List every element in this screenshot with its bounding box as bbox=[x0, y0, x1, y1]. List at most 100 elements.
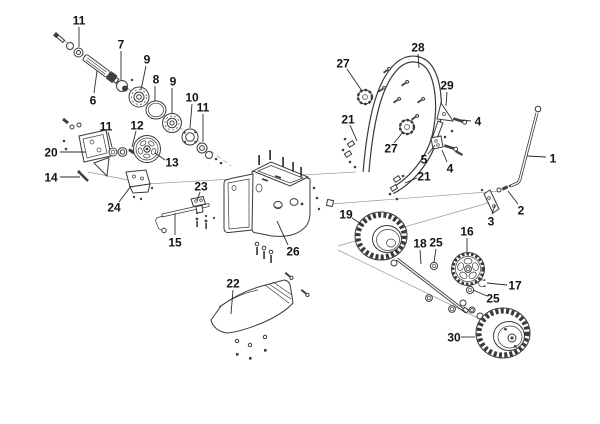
leader-line bbox=[118, 185, 132, 203]
part-number: 28 bbox=[411, 41, 425, 55]
part-bolt-14 bbox=[77, 170, 89, 182]
part-bolt-4b bbox=[443, 144, 459, 152]
part-rod-1 bbox=[510, 105, 542, 188]
leader-line bbox=[189, 103, 193, 129]
part-sprocket-16 bbox=[451, 252, 485, 286]
part-number: 14 bbox=[44, 171, 58, 185]
part-number: 3 bbox=[488, 215, 495, 229]
small-bolt bbox=[53, 31, 66, 44]
part-number: 27 bbox=[336, 57, 350, 71]
part-bracket-24 bbox=[125, 169, 154, 201]
small-bolt bbox=[62, 117, 69, 125]
gearbox-top-bolts bbox=[258, 150, 302, 182]
part-number: 27 bbox=[384, 142, 398, 156]
part-number: 11 bbox=[100, 120, 113, 134]
leader-line bbox=[486, 282, 508, 286]
small-bolt bbox=[128, 148, 135, 155]
part-number: 23 bbox=[194, 180, 208, 194]
part-input-shaft-assembly bbox=[53, 31, 223, 165]
axle-washers bbox=[425, 294, 484, 320]
part-number: 25 bbox=[429, 236, 443, 250]
leader-line bbox=[445, 91, 448, 107]
part-number: 1 bbox=[550, 152, 557, 166]
part-handlebar-28 bbox=[341, 55, 442, 201]
leader-line bbox=[351, 217, 365, 227]
leader-line bbox=[507, 190, 519, 205]
part-number: 18 bbox=[413, 237, 427, 251]
small-bolt bbox=[300, 288, 310, 297]
leader-line bbox=[460, 119, 472, 122]
part-number: 8 bbox=[153, 73, 160, 87]
leader-line bbox=[93, 70, 98, 94]
part-gearbox-26 bbox=[195, 150, 335, 263]
part-number: 10 bbox=[185, 91, 199, 105]
part-bracket-29 bbox=[431, 101, 455, 142]
part-bracket-23 bbox=[190, 195, 208, 229]
leader-line bbox=[230, 289, 234, 315]
leader-line bbox=[131, 130, 137, 148]
leader-line bbox=[393, 131, 404, 144]
part-number: 11 bbox=[197, 101, 210, 115]
part-number: 24 bbox=[107, 201, 121, 215]
part-number: 15 bbox=[168, 236, 182, 250]
small-screw bbox=[450, 129, 454, 133]
part-number: 4 bbox=[475, 115, 482, 129]
part-bracket-20 bbox=[62, 129, 112, 178]
gearbox-lower-bolts bbox=[254, 241, 274, 263]
part-number: 16 bbox=[460, 225, 474, 239]
part-nut-25b bbox=[465, 285, 475, 295]
part-number: 9 bbox=[170, 75, 177, 89]
part-knob-27a bbox=[356, 88, 374, 106]
leader-line bbox=[154, 152, 166, 161]
handle-screws bbox=[378, 66, 426, 121]
leader-line bbox=[417, 53, 420, 69]
part-cover-22 bbox=[210, 271, 310, 360]
small-bolt bbox=[454, 150, 464, 156]
part-knob-27b bbox=[398, 118, 416, 136]
part-number: 25 bbox=[486, 292, 500, 306]
part-number: 12 bbox=[130, 119, 144, 133]
part-number: 2 bbox=[518, 204, 525, 218]
part-bracket-5 bbox=[430, 135, 444, 150]
part-pulley-assembly bbox=[62, 117, 161, 201]
part-number: 11 bbox=[73, 14, 86, 28]
part-axle-18 bbox=[390, 257, 470, 314]
part-number: 20 bbox=[44, 146, 58, 160]
part-number: 21 bbox=[341, 113, 355, 127]
leader-line bbox=[196, 191, 201, 202]
part-bearing-9b bbox=[162, 113, 182, 133]
small-bolt bbox=[284, 271, 294, 280]
leader-line bbox=[427, 144, 436, 155]
part-gasket-8 bbox=[145, 100, 167, 120]
part-number: 26 bbox=[286, 245, 300, 259]
part-number: 6 bbox=[90, 94, 97, 108]
leader-line bbox=[433, 248, 437, 263]
leader-line bbox=[491, 204, 496, 215]
leader-line bbox=[107, 131, 113, 148]
part-number: 29 bbox=[440, 79, 454, 93]
part-number: 7 bbox=[118, 38, 125, 52]
small-screw bbox=[443, 135, 447, 139]
leader-line bbox=[404, 177, 418, 184]
part-tire-30 bbox=[475, 307, 531, 359]
part-clamp-21a bbox=[341, 137, 357, 169]
part-number: 13 bbox=[165, 156, 179, 170]
part-flange-10 bbox=[181, 128, 199, 146]
part-bearing-9a bbox=[128, 86, 150, 108]
leader-line bbox=[276, 220, 289, 246]
part-number: 21 bbox=[417, 170, 431, 184]
part-nut-11 bbox=[196, 142, 223, 165]
leader-line bbox=[140, 65, 147, 91]
leader-line bbox=[526, 155, 547, 158]
part-number: 19 bbox=[339, 208, 353, 222]
part-number: 5 bbox=[421, 153, 428, 167]
cover-bolts bbox=[234, 334, 268, 360]
leader-line bbox=[349, 124, 358, 142]
washer bbox=[69, 124, 75, 130]
part-link-2 bbox=[496, 184, 512, 193]
part-number: 4 bbox=[447, 162, 454, 176]
part-number: 30 bbox=[447, 331, 461, 345]
